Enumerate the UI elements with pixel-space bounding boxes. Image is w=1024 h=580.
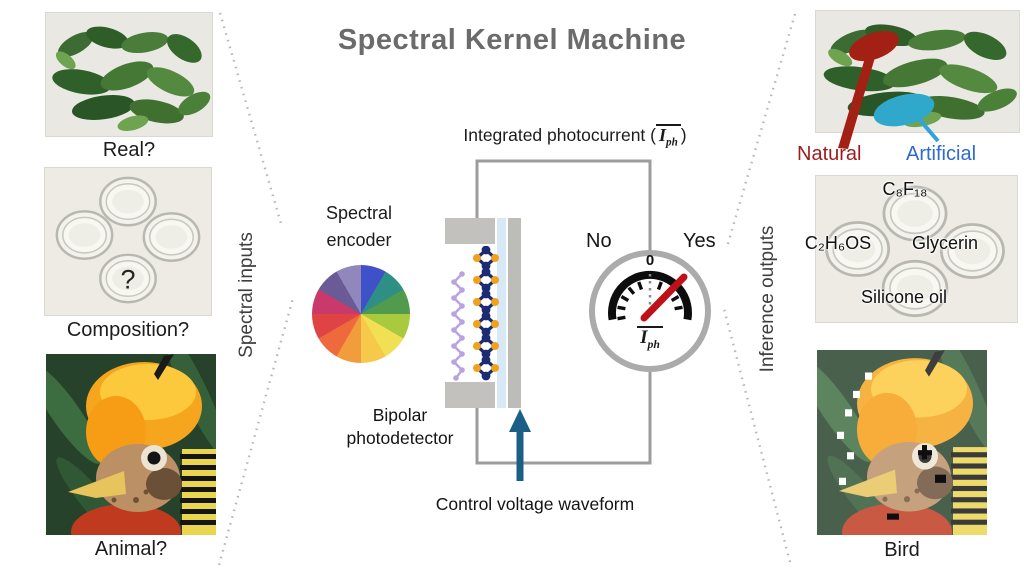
gauge-needle [640,273,688,322]
input-dishes-photo: ? [44,167,212,316]
output-bird-photo [817,350,987,535]
input-leaves-photo [45,12,213,137]
input-dishes-caption: Composition? [66,319,190,341]
output-dishes-photo [815,175,1018,323]
dish-label-c2h6os: C₂H₆OS [804,233,872,253]
color-wheel-icon [312,265,410,363]
detector-top-electrode [445,218,495,244]
dish-question-mark: ? [121,264,136,294]
input-bird-caption: Animal? [94,538,168,560]
molecule-chains-icon [451,246,501,382]
gauge-zero-label: 0 [645,252,655,269]
gauge-iph-readout: Iph [628,326,672,351]
spectral-inputs-axis-label: Spectral inputs [236,232,257,358]
detector-substrate [508,218,521,408]
control-voltage-waveform-label: Control voltage waveform [435,494,635,514]
integrated-photocurrent-label: Integrated photocurrent (Iph) [425,124,725,149]
spectral-encoder-label: Spectral encoder [325,203,393,250]
bipolar-photodetector-label: Bipolar photodetector [346,405,454,448]
control-voltage-arrow-icon [509,409,531,481]
input-bird-photo [46,354,216,535]
inference-outputs-axis-label: Inference outputs [757,225,778,373]
photocurrent-close-paren: ) [680,125,687,145]
natural-annotation-label: Natural [797,143,862,165]
dish-label-c8f18: C₈F₁₈ [882,179,928,199]
input-leaves-caption: Real? [102,139,156,161]
photocurrent-text: Integrated photocurrent ( [463,125,656,145]
artificial-annotation-label: Artificial [906,143,977,165]
detector-bottom-electrode [445,382,495,408]
output-leaves-photo [815,10,1020,133]
output-bird-caption: Bird [884,539,920,561]
figure-title: Spectral Kernel Machine [337,24,687,56]
detector-active-layer [497,218,506,408]
gauge-no-label: No [586,230,612,252]
gauge-yes-label: Yes [683,230,716,252]
dish-label-silicone-oil: Silicone oil [860,287,948,307]
gauge-face [608,270,692,322]
dish-label-glycerin: Glycerin [911,233,978,253]
iph-symbol: Iph [655,124,681,149]
